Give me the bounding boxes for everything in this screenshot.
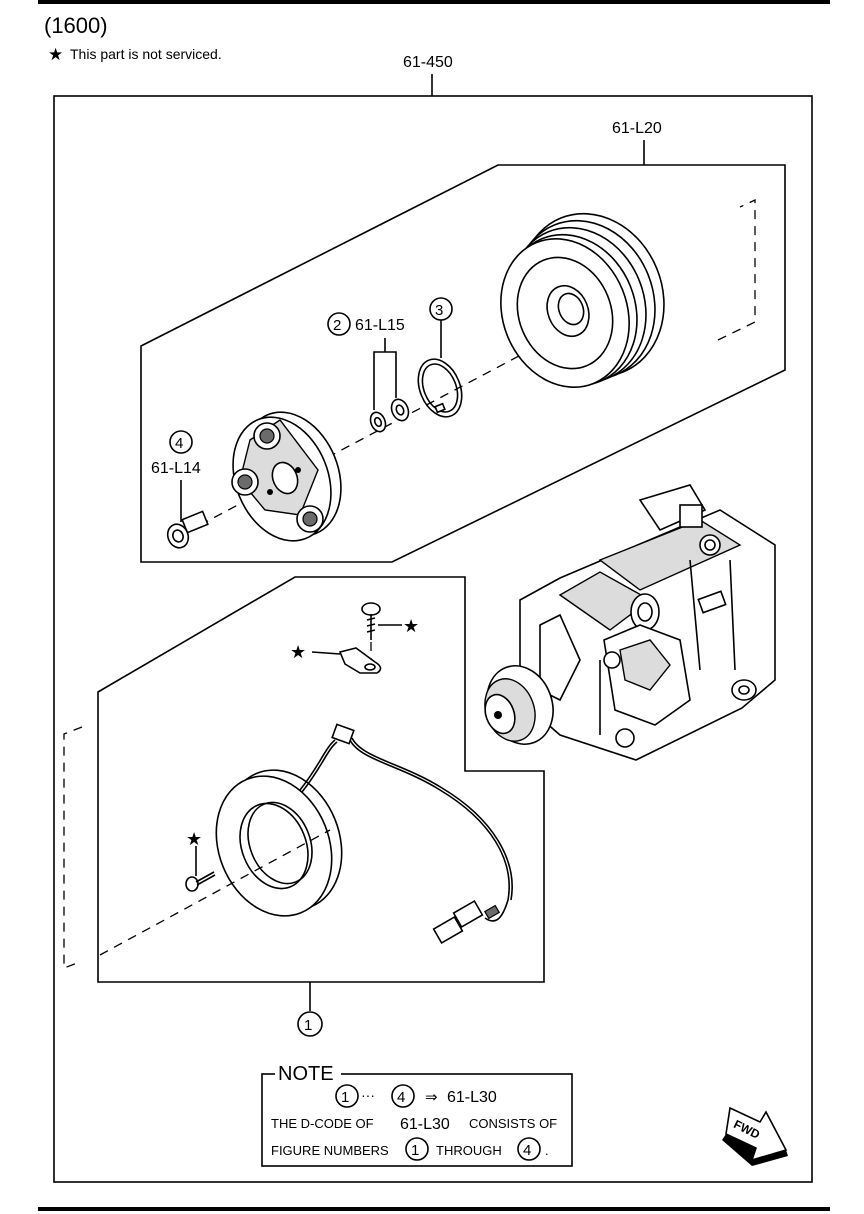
center-bolt-part: [166, 510, 209, 549]
callout-fig3: 3: [435, 302, 443, 319]
note-title: NOTE: [278, 1063, 334, 1085]
callout-fig1: 1: [304, 1017, 312, 1034]
callout-fig2: 2: [333, 317, 341, 334]
ground-screw-part: [338, 602, 382, 674]
callout-fig4: 4: [175, 435, 183, 452]
callout-clutch-kit: 61-L20: [612, 120, 662, 137]
note-range-sep: ···: [361, 1087, 375, 1103]
clutch-kit-frame: [140, 164, 786, 563]
note-line3-to: 4: [523, 1142, 531, 1159]
note-line2-suffix: CONSISTS OF: [469, 1116, 557, 1131]
callout-bolt: 61-L14: [151, 460, 201, 477]
top-rule: [38, 0, 830, 4]
note-line3-mid: THROUGH: [436, 1143, 502, 1158]
armature-plate-part: [231, 411, 342, 542]
note-range-start: 1: [341, 1089, 349, 1106]
star-icon-bracket: ★: [290, 642, 306, 662]
note-range-end: 4: [397, 1089, 405, 1106]
snap-ring-part: [417, 358, 463, 418]
diagram-code: (1600): [44, 13, 108, 38]
note-line3-end: .: [545, 1143, 549, 1158]
note-box: [261, 1073, 573, 1167]
not-serviced-note: This part is not serviced.: [70, 46, 222, 62]
note-line2-prefix: THE D-CODE OF: [271, 1116, 374, 1131]
star-icon-coil-screw: ★: [186, 829, 202, 849]
field-coil-part: [215, 769, 343, 917]
note-range-target: 61-L30: [447, 1089, 497, 1106]
field-coil-frame: [97, 576, 545, 983]
star-icon-screw: ★: [403, 616, 419, 636]
note-arrow: ⇒: [425, 1089, 438, 1106]
callout-fig2-circle: [327, 312, 351, 336]
callout-fig4-circle: [169, 430, 193, 454]
note-line3-from: 1: [411, 1142, 419, 1159]
fwd-arrow-icon: FWD: [722, 1106, 788, 1166]
note-line2-code: 61-L30: [400, 1116, 450, 1133]
star-icon: ★: [48, 45, 63, 64]
assembly-frame: [53, 95, 813, 1183]
callout-assembly: 61-450: [403, 54, 453, 71]
note-line3-prefix: FIGURE NUMBERS: [271, 1143, 389, 1158]
callout-washer-set: 61-L15: [355, 317, 405, 334]
shim-washers-part: [369, 398, 410, 433]
pulley-part: [500, 212, 665, 388]
callout-fig1-circle: [297, 1011, 323, 1037]
coil-wire-harness: [299, 723, 513, 945]
compressor-body: [484, 484, 776, 761]
coil-screw-part: [185, 871, 216, 892]
bottom-rule: [38, 1207, 830, 1211]
